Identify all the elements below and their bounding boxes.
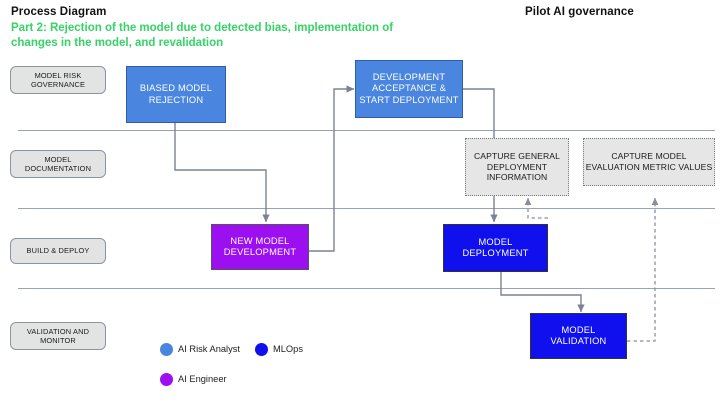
- node-biased-model-rejection[interactable]: BIASED MODEL REJECTION: [126, 66, 226, 123]
- node-label: DEVELOPMENT ACCEPTANCE & START DEPLOYMEN…: [359, 71, 459, 105]
- capture-general-deployment-information[interactable]: CAPTURE GENERAL DEPLOYMENT INFORMATION: [465, 138, 569, 196]
- connector-new-model-to-acceptance: [309, 85, 355, 252]
- connector-deployment-to-validation: [500, 272, 585, 313]
- legend-swatch-ai-engineer: [160, 373, 173, 386]
- lane-divider-2: [18, 208, 715, 209]
- node-label: MODEL DEPLOYMENT: [462, 236, 529, 259]
- node-label: MODEL VALIDATION: [550, 324, 607, 347]
- lane-label-text: BUILD & DEPLOY: [26, 246, 90, 256]
- page-subtitle: Part 2: Rejection of the model due to de…: [11, 22, 394, 49]
- capture-label: CAPTURE GENERAL DEPLOYMENT INFORMATION: [473, 151, 561, 183]
- lane-label-build-and-deploy: BUILD & DEPLOY: [10, 238, 106, 264]
- node-label: NEW MODEL DEVELOPMENT: [223, 235, 297, 258]
- capture-label: CAPTURE MODEL EVALUATION METRIC VALUES: [585, 151, 713, 172]
- lane-label-validation-and-monitor: VALIDATION AND MONITOR: [10, 322, 106, 350]
- node-model-deployment[interactable]: MODEL DEPLOYMENT: [443, 224, 548, 272]
- node-label: BIASED MODEL REJECTION: [139, 83, 213, 105]
- page-title: Process Diagram: [11, 6, 107, 18]
- legend-label-ai-risk-analyst: AI Risk Analyst: [178, 344, 241, 354]
- node-new-model-development[interactable]: NEW MODEL DEVELOPMENT: [211, 224, 309, 270]
- lane-divider-3: [18, 288, 715, 289]
- capture-model-evaluation-metric-values[interactable]: CAPTURE MODEL EVALUATION METRIC VALUES: [583, 138, 715, 186]
- connector-validation-to-capture-metrics: [627, 197, 659, 342]
- node-model-validation[interactable]: MODEL VALIDATION: [530, 313, 627, 359]
- legend-label-mlops: MLOps: [273, 344, 303, 354]
- lane-label-model-risk-governance: MODEL RISK GOVERNANCE: [10, 66, 106, 94]
- lane-label-text: VALIDATION AND MONITOR: [26, 326, 90, 346]
- lane-divider-1: [18, 130, 715, 131]
- legend-swatch-ai-risk-analyst: [160, 343, 173, 356]
- legend-swatch-mlops: [255, 343, 268, 356]
- diagram-right-title: Pilot AI governance: [525, 6, 634, 18]
- lane-label-text: MODEL RISK GOVERNANCE: [30, 70, 86, 90]
- legend-label-ai-engineer: AI Engineer: [178, 374, 227, 384]
- lane-label-model-documentation: MODEL DOCUMENTATION: [10, 150, 106, 178]
- lane-label-text: MODEL DOCUMENTATION: [24, 154, 92, 174]
- node-development-acceptance-start-deployment[interactable]: DEVELOPMENT ACCEPTANCE & START DEPLOYMEN…: [355, 60, 463, 118]
